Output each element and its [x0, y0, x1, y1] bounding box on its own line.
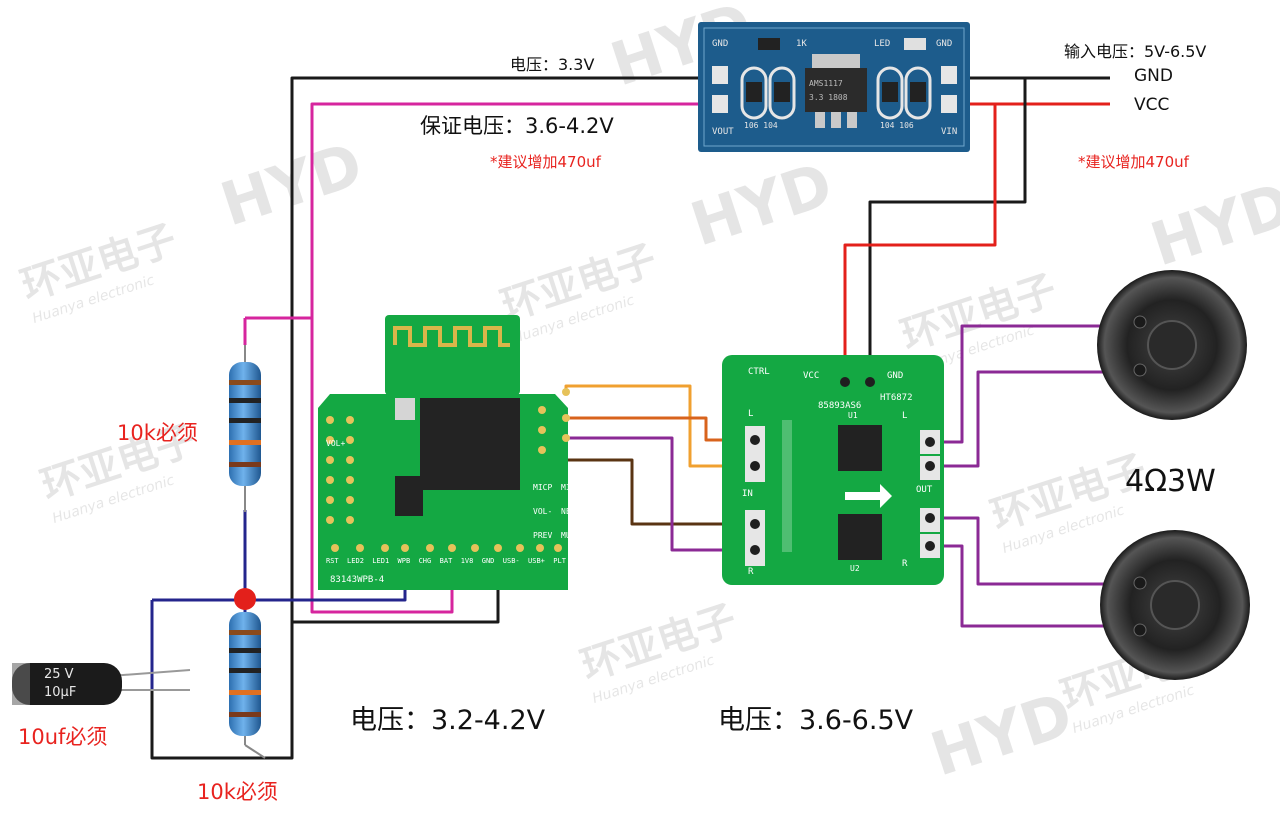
- bt-pin-mute: MUTE: [561, 531, 581, 540]
- bt-voltage-label: 电压：3.2-4.2V: [350, 705, 546, 736]
- ldo-silk-vin: VIN: [941, 127, 958, 137]
- ldo-pad-gnd: [712, 66, 728, 84]
- ldo-cap-right-marking: 104 106: [880, 121, 914, 130]
- amplifier-board: [722, 355, 944, 585]
- ldo-silk-vout: VOUT: [712, 127, 734, 137]
- bt-pin-usb-minus: USB-: [502, 557, 520, 565]
- ldo-pad-vout: [712, 95, 728, 113]
- amp-model: HT6872: [880, 393, 913, 403]
- ldo-output-voltage-label: 电压：3.3V: [510, 55, 595, 74]
- bt-pin-wpb: WPB: [397, 557, 411, 565]
- ldo-cap-left-marking: 106 104: [744, 121, 778, 130]
- amp-u1-label: U1: [848, 411, 858, 420]
- amp-vcc-label: VCC: [803, 371, 820, 381]
- resistor-top-label: 10k必须: [117, 421, 198, 445]
- wire-spk2-b: [930, 544, 1110, 628]
- gnd-label: GND: [1134, 66, 1173, 86]
- bt-pin-vol-minus: VOL-: [533, 507, 553, 516]
- wire-ldo-gnd: [265, 76, 718, 760]
- resistor-bottom-label: 10k必须: [197, 780, 278, 804]
- amp-u2-label: U2: [850, 564, 860, 573]
- bt-model-label: 83143WPB-4: [330, 575, 385, 585]
- bt-pin-gnd: GND: [481, 557, 495, 565]
- bt-pin-bat: BAT: [439, 557, 453, 565]
- amp-voltage-label: 电压：3.6-6.5V: [718, 705, 914, 736]
- bt-vol-pin: VOL+: [326, 439, 346, 448]
- guaranteed-voltage-label: 保证电压：3.6-4.2V: [420, 114, 614, 138]
- capacitor: [12, 663, 191, 705]
- wire-spk1-b: [930, 370, 1105, 468]
- amp-out-label: OUT: [916, 485, 933, 495]
- capacitor-label: 10uf必须: [18, 725, 108, 749]
- ldo-chip-marking-2: 3.3 1808: [809, 93, 848, 102]
- wire-spk1-a: [930, 324, 1105, 444]
- wire-audio-brown: [545, 458, 755, 526]
- capacitor-value-print: 10μF: [44, 685, 77, 700]
- wire-spk2-a: [930, 516, 1110, 586]
- capacitor-voltage-print: 25 V: [44, 667, 74, 682]
- amp-l-label: L: [748, 409, 754, 419]
- ldo-silk-1k: 1K: [796, 39, 807, 49]
- bt-pin-plt: PLT: [553, 557, 566, 565]
- amp-in-label: IN: [742, 489, 753, 499]
- ldo-pad-vin: [941, 95, 957, 113]
- wire-vcc-down: [843, 104, 997, 380]
- bt-pin-usb-plus: USB+: [528, 557, 545, 565]
- speaker-spec-label: 4Ω3W: [1125, 464, 1216, 499]
- bt-pin-led1: LED1: [372, 557, 390, 565]
- wire-gnd-down: [868, 78, 1027, 380]
- amp-l-out-label: L: [902, 411, 908, 421]
- ldo-silk-gnd: GND: [712, 39, 729, 49]
- ldo-board: [698, 22, 970, 152]
- ldo-chip-marking: AMS1117: [809, 79, 843, 88]
- wire-ldo-vout: [310, 102, 718, 614]
- ldo-pad-gnd-in: [941, 66, 957, 84]
- ldo-silk-gnd-right: GND: [936, 39, 953, 49]
- amp-r-label: R: [748, 567, 754, 577]
- bt-pin-led2: LED2: [347, 557, 364, 565]
- wire-audio-purple: [566, 436, 755, 552]
- amp-ctrl-label: CTRL: [748, 367, 770, 377]
- speaker-bottom: [1100, 530, 1250, 680]
- wire-cap-black: [150, 690, 265, 760]
- bt-pin-next: NEXT: [561, 507, 581, 516]
- cap-note-right: *建议增加470uf: [1078, 153, 1189, 171]
- resistor-top: [229, 345, 261, 512]
- amp-gnd-label: GND: [887, 371, 904, 381]
- bt-bottom-pins: RST LED2 LED1 WPB CHG BAT 1V8 GND USB- U…: [326, 557, 566, 565]
- cap-note-left: *建议增加470uf: [490, 153, 601, 171]
- speaker-top: [1097, 270, 1247, 420]
- vcc-label: VCC: [1134, 95, 1170, 115]
- bt-pin-1v8: 1V8: [460, 557, 474, 565]
- bt-pin-chg: CHG: [418, 557, 432, 565]
- bt-pin-prev: PREV: [533, 531, 553, 540]
- bluetooth-board: [318, 315, 570, 590]
- bt-pin-micn: MICN: [561, 483, 581, 492]
- junction-dot: [234, 588, 256, 610]
- amp-r-out-label: R: [902, 559, 908, 569]
- bt-pin-rst: RST: [326, 557, 339, 565]
- input-voltage-label: 输入电压：5V-6.5V: [1064, 42, 1207, 61]
- ldo-silk-led: LED: [874, 39, 891, 49]
- resistor-bottom: [229, 612, 266, 759]
- bt-pin-micp: MICP: [533, 483, 553, 492]
- wire-bt-gnd: [292, 585, 500, 624]
- amp-chip-id: 85893AS6: [818, 401, 862, 411]
